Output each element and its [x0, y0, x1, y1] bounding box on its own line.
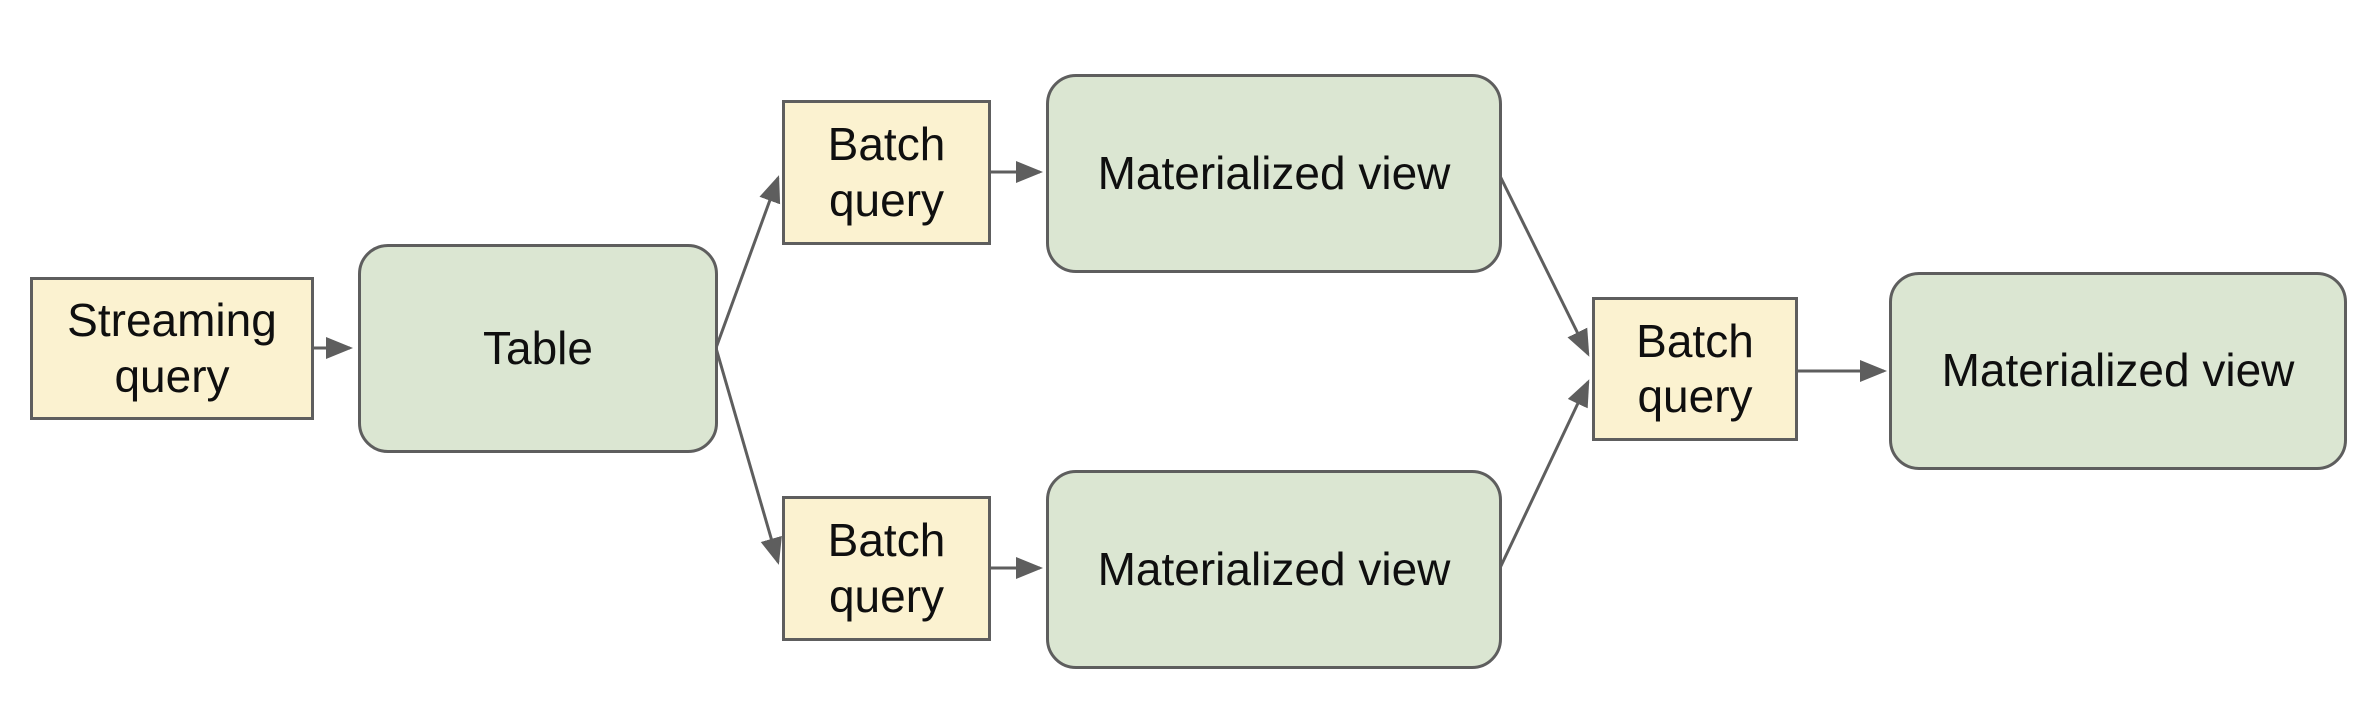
- node-materialized-view-right: Materialized view: [1889, 272, 2347, 470]
- node-label: Batch query: [827, 118, 946, 226]
- node-materialized-view-bottom: Materialized view: [1046, 470, 1502, 669]
- node-label: Materialized view: [1941, 344, 2295, 397]
- node-label: Streaming query: [67, 294, 277, 402]
- node-materialized-view-top: Materialized view: [1046, 74, 1502, 273]
- node-label: Batch query: [827, 514, 946, 622]
- connector-table-to-batch-top: [714, 175, 781, 349]
- node-label: Materialized view: [1097, 542, 1451, 595]
- connector-table-to-batch-bottom: [714, 347, 782, 565]
- node-label: Batch query: [1636, 314, 1754, 422]
- connector-mv-top-to-batch-right: [1498, 175, 1590, 357]
- node-label: Materialized view: [1097, 146, 1451, 199]
- node-batch-query-right: Batch query: [1592, 297, 1798, 441]
- node-streaming-query: Streaming query: [30, 277, 314, 420]
- node-batch-query-top: Batch query: [782, 100, 991, 245]
- node-batch-query-bottom: Batch query: [782, 496, 991, 641]
- connector-mv-bottom-to-batch-right: [1498, 379, 1590, 569]
- node-table: Table: [358, 244, 718, 453]
- node-label: Table: [483, 321, 593, 374]
